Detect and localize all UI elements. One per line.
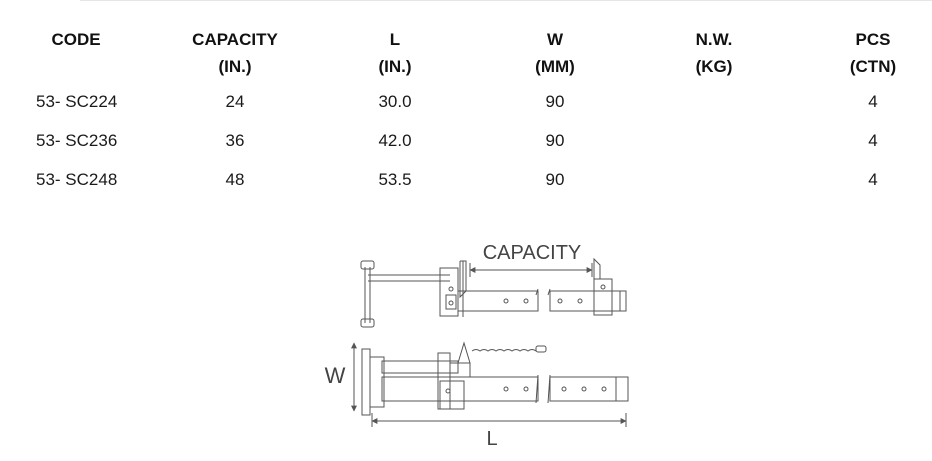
- capacity-label: CAPACITY: [483, 242, 582, 264]
- table-header-row: CODE CAPACITY(IN.) L(IN.) W(MM) N.W.(KG)…: [0, 26, 932, 89]
- header-width: W(MM): [535, 30, 575, 76]
- clamp-diagram: CAPACITY W L: [325, 242, 629, 450]
- header-code: CODE: [51, 30, 101, 49]
- length-label: L: [486, 428, 497, 450]
- cell-width: 90: [545, 92, 565, 111]
- cell-capacity: 24: [225, 92, 245, 111]
- width-label: W: [325, 363, 346, 388]
- clamp-side-view: [360, 257, 627, 328]
- cell-length: 53.5: [378, 170, 412, 189]
- header-net-weight: N.W.(KG): [695, 30, 733, 76]
- cell-code: 53- SC236: [36, 131, 118, 150]
- header-length: L(IN.): [378, 30, 412, 76]
- cell-pcs: 4: [868, 170, 878, 189]
- clamp-front-view: [361, 341, 629, 416]
- cell-pcs: 4: [868, 131, 878, 150]
- top-divider: [80, 0, 932, 1]
- cell-width: 90: [545, 170, 565, 189]
- table-row: 53- SC236 36 42.0 90 4: [0, 128, 932, 167]
- cell-length: 42.0: [378, 131, 412, 150]
- header-pcs-per-carton: PCS(CTN): [849, 30, 897, 76]
- table-row: 53- SC224 24 30.0 90 4: [0, 89, 932, 128]
- cell-length: 30.0: [378, 92, 412, 111]
- cell-code: 53- SC224: [36, 92, 118, 111]
- spec-table: CODE CAPACITY(IN.) L(IN.) W(MM) N.W.(KG)…: [0, 26, 932, 206]
- cell-capacity: 36: [225, 131, 245, 150]
- cell-code: 53- SC248: [36, 170, 118, 189]
- cell-pcs: 4: [868, 92, 878, 111]
- cell-width: 90: [545, 131, 565, 150]
- cell-capacity: 48: [225, 170, 245, 189]
- header-capacity: CAPACITY(IN.): [192, 30, 278, 76]
- table-row: 53- SC248 48 53.5 90 4: [0, 167, 932, 206]
